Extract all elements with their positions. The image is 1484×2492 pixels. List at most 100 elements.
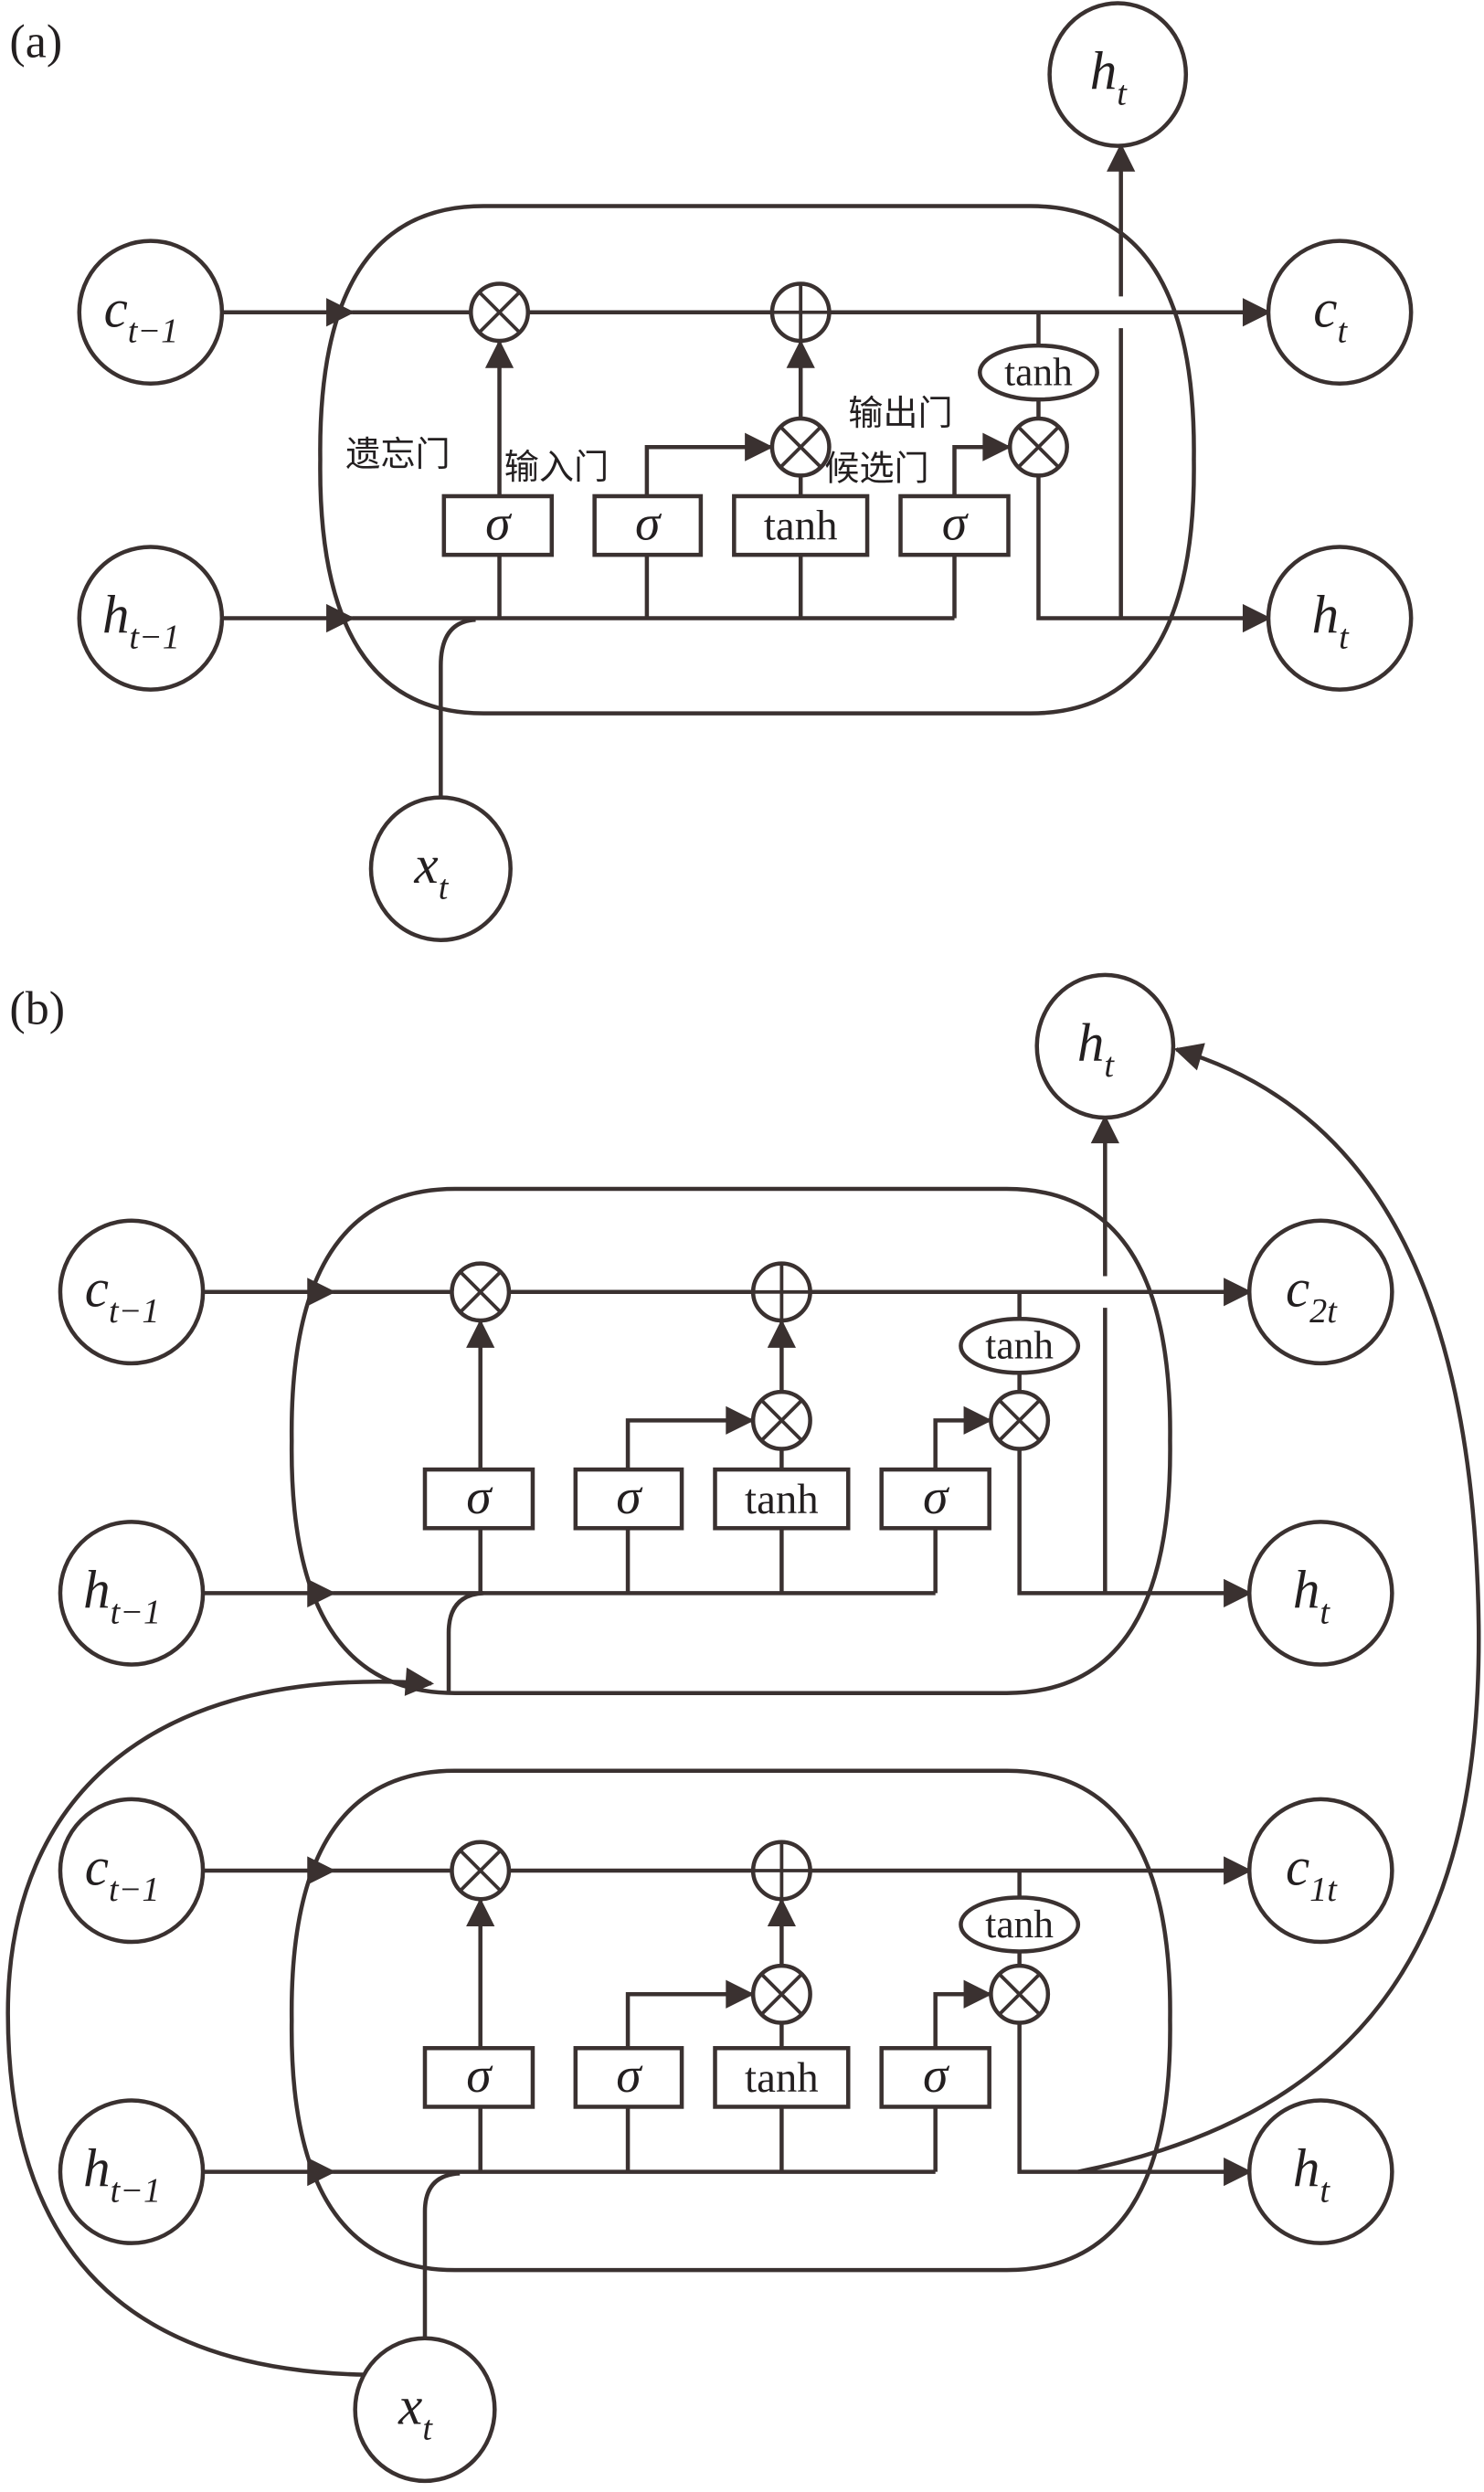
b-lower-input-h-prev-subscript: t−1: [111, 2172, 161, 2211]
b-upper-output-c: c2t: [1246, 1218, 1394, 1366]
a-input-gate-label: σ: [635, 496, 662, 552]
b-upper-cell-tanh-label: tanh: [985, 1324, 1054, 1368]
a-output-c-subscript: t: [1337, 313, 1348, 351]
b-upper-forget-multiply-icon-cross: [459, 1270, 503, 1314]
a-cell-tanh: tanh: [978, 343, 1099, 402]
a-input-c-prev-label: ct−1: [104, 278, 179, 350]
a-x-input-line: [439, 618, 476, 798]
b-lower-cell-container: [289, 1768, 1172, 2273]
b-lower-output-gate-box: [879, 2046, 991, 2109]
b-lower-input-c-prev-main: c: [85, 1837, 109, 1897]
b-lower-forget-multiply-icon: [450, 1840, 512, 1902]
a-output-c-label: ct: [1313, 278, 1348, 350]
a-input-h-prev: ht−1: [77, 545, 225, 692]
a-output-gate: σ: [898, 493, 1011, 557]
panel-label-a: (a): [9, 16, 62, 68]
b-lower-output-multiply-icon: [989, 1963, 1051, 2025]
a-output-c-main: c: [1313, 278, 1337, 338]
b-output-h-top: ht: [1034, 972, 1176, 1120]
a-label-candidate-gate: 候选门: [824, 449, 928, 489]
b-upper-output-h: ht: [1246, 1520, 1394, 1667]
b-x-to-lower-line: [422, 2171, 461, 2340]
b-output-h-top-label: ht: [1077, 1013, 1115, 1085]
a-forget-gate: σ: [441, 493, 555, 557]
b-upper-candidate-tanh: tanh: [713, 1467, 851, 1531]
b-upper-input-h-prev-main: h: [83, 1559, 110, 1619]
a-candidate-tanh: tanh: [732, 493, 870, 557]
b-lower-input-h-prev: ht−1: [58, 2098, 206, 2245]
b-lower-output-c-circle: [1246, 1797, 1394, 1945]
a-output-h-top-circle: [1047, 1, 1189, 148]
b-lower-candidate-tanh: tanh: [713, 2046, 851, 2109]
b-lower-input-c-prev: ct−1: [58, 1797, 206, 1945]
b-upper-output-c-label: c2t: [1286, 1257, 1338, 1330]
b-output-h-top-circle: [1034, 972, 1176, 1120]
a-input-x-main: x: [414, 834, 439, 895]
a-input-h-prev-main: h: [102, 584, 129, 644]
b-input-x: xt: [353, 2336, 497, 2484]
a-output-c: ct: [1266, 239, 1414, 387]
b-upper-output-multiply-icon-cross: [998, 1398, 1042, 1442]
b-upper-input-c-prev: ct−1: [58, 1218, 206, 1366]
b-upper-hidden-out-arrow: [1017, 1448, 1253, 1608]
b-lower-output-h-label: ht: [1293, 2137, 1330, 2210]
b-upper-input-gate-label: σ: [616, 1469, 643, 1525]
b-upper-output-h-label: ht: [1293, 1559, 1330, 1631]
a-output-h-top-label: ht: [1090, 40, 1128, 112]
a-input-x: xt: [368, 795, 513, 942]
b-lower-forget-gate-label: σ: [466, 2048, 493, 2104]
b-upper-forget-gate-label: σ: [466, 1469, 493, 1525]
b-lower-input-multiply-icon: [750, 1963, 812, 2025]
b-upper-output-c-circle: [1246, 1218, 1394, 1366]
a-add-icon: [769, 281, 832, 344]
a-output-multiply-icon-cross: [1017, 425, 1060, 469]
b-upper-output-multiply-icon: [989, 1389, 1051, 1451]
a-output-h-top-subscript: t: [1117, 74, 1128, 112]
b-lower-forget-multiply-icon-cross: [459, 1849, 503, 1893]
b-lower-output-h: ht: [1246, 2098, 1394, 2245]
b-upper-forget-multiply-icon: [450, 1261, 512, 1323]
b-lower-output-c: c1t: [1246, 1797, 1394, 1945]
a-input-h-prev-label: ht−1: [102, 584, 180, 656]
b-input-x-subscript: t: [422, 2410, 433, 2448]
b-upper-output-h-main: h: [1293, 1559, 1320, 1619]
a-candidate-tanh-label: tanh: [764, 503, 838, 550]
b-upper-output-h-subscript: t: [1320, 1593, 1330, 1631]
b-upper-cell-tanh: tanh: [959, 1317, 1081, 1375]
a-output-h-circle: [1266, 545, 1414, 692]
a-input-x-label: xt: [414, 834, 450, 907]
a-output-h-label: ht: [1312, 584, 1350, 656]
a-output-h: ht: [1266, 545, 1414, 692]
a-input-h-prev-subscript: t−1: [129, 619, 179, 657]
b-upper-candidate-tanh-label: tanh: [745, 1476, 819, 1523]
a-forget-multiply-icon: [469, 281, 531, 344]
a-output-h-top: ht: [1047, 1, 1189, 148]
b-lower-output-gate: σ: [879, 2046, 991, 2109]
a-cell-tanh-label: tanh: [1004, 351, 1073, 395]
a-forget-multiply-icon-cross: [478, 291, 521, 334]
b-lower-output-c-subscript: 1t: [1309, 1871, 1338, 1909]
b-lower-input-c-prev-subscript: t−1: [109, 1871, 159, 1909]
a-hidden-out-arrow: [1036, 475, 1272, 633]
b-input-x-main: x: [398, 2375, 422, 2435]
b-upper-input-multiply-icon-cross: [759, 1398, 803, 1442]
a-input-c-prev: ct−1: [77, 239, 225, 387]
b-upper-output-c-subscript: 2t: [1309, 1292, 1338, 1331]
b-output-h-top-subscript: t: [1104, 1046, 1115, 1085]
b-x-to-upper-loop: [5, 1667, 435, 2377]
b-lower-output-h-main: h: [1293, 2137, 1320, 2198]
b-upper-output-c-main: c: [1286, 1257, 1309, 1318]
b-upper-input-multiply-icon: [750, 1389, 812, 1451]
a-output-h-main: h: [1312, 584, 1339, 644]
b-upper-input-line: [446, 1591, 484, 1693]
b-lower-output-gate-arrow: [933, 1979, 992, 2049]
b-lower-input-gate: σ: [573, 2046, 684, 2109]
a-output-gate-label: σ: [942, 496, 970, 552]
a-label-input-gate: 输入门: [504, 447, 609, 487]
a-output-multiply-icon: [1007, 416, 1069, 478]
a-output-gate-arrow: [952, 432, 1012, 496]
b-lower-input-h-prev-main: h: [83, 2137, 110, 2198]
